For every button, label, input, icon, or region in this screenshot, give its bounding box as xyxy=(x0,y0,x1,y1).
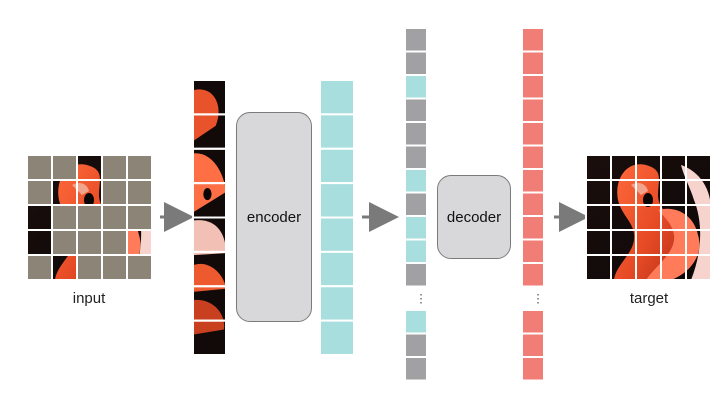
encoder-token xyxy=(319,285,355,322)
token-enc xyxy=(404,309,428,335)
input-image xyxy=(26,154,153,281)
masked-patch xyxy=(126,254,153,281)
encoder-token xyxy=(319,250,355,288)
decoder-token-out xyxy=(521,238,545,264)
input-label: input xyxy=(72,290,106,307)
target-label: target xyxy=(629,290,669,307)
decoder-token-out xyxy=(521,97,545,123)
token-mask xyxy=(404,191,428,217)
token-mask xyxy=(404,262,428,288)
encoder-token xyxy=(319,319,355,356)
encoder-token xyxy=(319,182,355,219)
masked-patch xyxy=(101,254,128,281)
token-enc xyxy=(404,238,428,264)
masked-patch xyxy=(26,179,53,206)
token-mask xyxy=(404,97,428,123)
encoder-block: encoder xyxy=(236,112,312,322)
masked-patch xyxy=(126,204,153,231)
decoder-token-out xyxy=(521,168,545,194)
masked-patch xyxy=(101,204,128,231)
visible-patch-column xyxy=(192,79,227,356)
token-enc xyxy=(404,215,428,241)
token-mask xyxy=(404,144,428,170)
decoder-token-out xyxy=(521,144,545,170)
masked-patch xyxy=(76,229,103,256)
token-mask xyxy=(404,332,428,358)
token-enc xyxy=(404,74,428,100)
masked-patch xyxy=(126,154,153,181)
masked-patch xyxy=(101,154,128,181)
token-mask xyxy=(404,27,428,53)
masked-patch xyxy=(51,154,78,181)
decoder-token-out xyxy=(521,356,545,382)
decoder-token-out xyxy=(521,74,545,100)
masked-patch xyxy=(76,204,103,231)
masked-patch xyxy=(26,254,53,281)
masked-patch xyxy=(101,179,128,206)
ellipsis-marker: ⋮ xyxy=(415,292,427,306)
decoder-token-out xyxy=(521,262,545,288)
encoder-token xyxy=(319,79,355,116)
token-mask xyxy=(404,121,428,147)
target-image xyxy=(585,154,712,281)
masked-patch xyxy=(76,254,103,281)
visible-patch-tile xyxy=(192,319,227,356)
decoder-token-out xyxy=(521,50,545,76)
decoder-token-out xyxy=(521,121,545,147)
encoder-token xyxy=(319,113,355,150)
decoder-token-out xyxy=(521,27,545,53)
masked-patch xyxy=(126,179,153,206)
decoder-output-column: ⋮ xyxy=(521,27,545,382)
masked-patch xyxy=(51,204,78,231)
token-mask xyxy=(404,356,428,382)
decoder-block: decoder xyxy=(437,175,511,259)
masked-patch xyxy=(51,229,78,256)
token-mask xyxy=(404,50,428,76)
decoder-token-out xyxy=(521,309,545,335)
encoder-token xyxy=(319,216,355,253)
full-token-column: ⋮ xyxy=(404,27,428,382)
encoder-token xyxy=(319,147,355,185)
masked-patch xyxy=(101,229,128,256)
decoder-token-out xyxy=(521,191,545,217)
decoder-token-out xyxy=(521,215,545,241)
masked-patch xyxy=(26,154,53,181)
target-patch xyxy=(685,254,712,281)
token-enc xyxy=(404,168,428,194)
encoder-token-column xyxy=(319,79,355,356)
decoder-token-out xyxy=(521,332,545,358)
ellipsis-marker: ⋮ xyxy=(532,292,544,306)
